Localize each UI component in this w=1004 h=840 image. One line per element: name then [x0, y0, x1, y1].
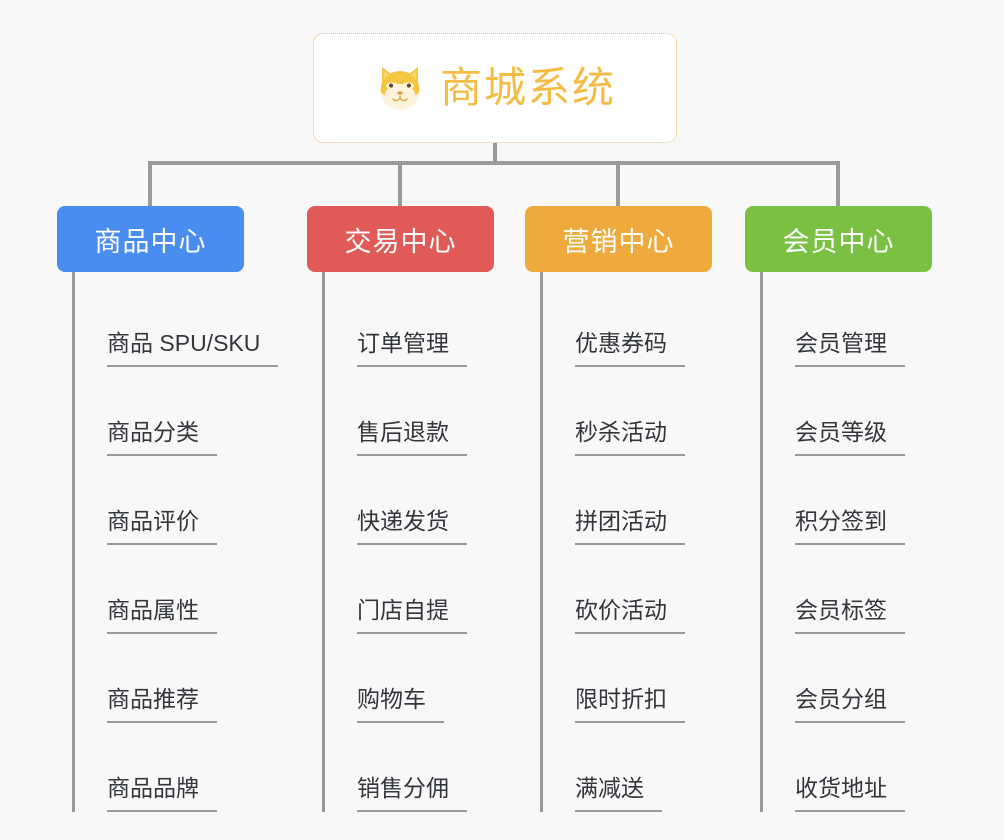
leaf-label: 商品推荐	[107, 685, 217, 723]
leaf-label: 售后退款	[357, 418, 467, 456]
shiba-dog-icon	[380, 66, 420, 110]
leaf-label: 商品品牌	[107, 774, 217, 812]
list-item[interactable]: 会员标签	[795, 545, 932, 634]
list-item[interactable]: 商品 SPU/SKU	[107, 278, 279, 367]
list-item[interactable]: 砍价活动	[575, 545, 712, 634]
list-item[interactable]: 商品品牌	[107, 723, 278, 812]
leaf-label: 商品评价	[107, 507, 217, 545]
branch-column-marketing-center: 营销中心 优惠券码 秒杀活动 拼团活动 砍价活动 限时折扣 满减送	[525, 206, 712, 812]
leaf-label: 商品分类	[107, 418, 217, 456]
leaf-label: 商品 SPU/SKU	[107, 329, 279, 367]
leaf-label: 商品属性	[107, 596, 217, 634]
leaf-label: 购物车	[357, 685, 444, 723]
root-title: 商城系统	[439, 64, 616, 111]
leaf-list-member-center: 会员管理 会员等级 积分签到 会员标签 会员分组 收货地址	[760, 272, 932, 812]
list-item[interactable]: 商品评价	[107, 456, 278, 545]
list-item[interactable]: 拼团活动	[575, 456, 712, 545]
list-item[interactable]: 门店自提	[357, 545, 494, 634]
list-item[interactable]: 销售分佣	[357, 723, 494, 812]
leaf-label: 砍价活动	[575, 596, 685, 634]
list-item[interactable]: 会员等级	[795, 367, 932, 456]
category-marketing-center[interactable]: 营销中心	[525, 206, 712, 272]
category-product-center[interactable]: 商品中心	[57, 206, 244, 272]
leaf-label: 会员等级	[795, 418, 905, 456]
leaf-list-product-center: 商品 SPU/SKU 商品分类 商品评价 商品属性 商品推荐 商品品牌	[72, 272, 279, 812]
leaf-label: 收货地址	[795, 774, 905, 812]
leaf-list-marketing-center: 优惠券码 秒杀活动 拼团活动 砍价活动 限时折扣 满减送	[540, 272, 712, 812]
leaf-label: 秒杀活动	[575, 418, 685, 456]
connector-drop-1	[148, 161, 152, 208]
leaf-label: 门店自提	[357, 596, 467, 634]
list-item[interactable]: 会员分组	[795, 634, 932, 723]
connector-stem	[493, 143, 497, 165]
leaf-label: 订单管理	[357, 329, 467, 367]
list-item[interactable]: 会员管理	[795, 278, 932, 367]
branch-column-trade-center: 交易中心 订单管理 售后退款 快递发货 门店自提 购物车 销售分佣	[307, 206, 494, 812]
list-item[interactable]: 商品推荐	[107, 634, 278, 723]
list-item[interactable]: 收货地址	[795, 723, 932, 812]
list-item[interactable]: 订单管理	[357, 278, 494, 367]
leaf-label: 会员管理	[795, 329, 905, 367]
root-node[interactable]: 商城系统	[313, 33, 677, 143]
list-item[interactable]: 限时折扣	[575, 634, 712, 723]
list-item[interactable]: 积分签到	[795, 456, 932, 545]
list-item[interactable]: 购物车	[357, 634, 494, 723]
list-item[interactable]: 快递发货	[357, 456, 494, 545]
connector-drop-4	[836, 161, 840, 208]
list-item[interactable]: 优惠券码	[575, 278, 712, 367]
connector-drop-3	[616, 161, 620, 208]
leaf-label: 销售分佣	[357, 774, 467, 812]
leaf-list-trade-center: 订单管理 售后退款 快递发货 门店自提 购物车 销售分佣	[322, 272, 494, 812]
category-member-center[interactable]: 会员中心	[745, 206, 932, 272]
leaf-label: 会员标签	[795, 596, 905, 634]
leaf-label: 拼团活动	[575, 507, 685, 545]
leaf-label: 快递发货	[357, 507, 467, 545]
branch-column-member-center: 会员中心 会员管理 会员等级 积分签到 会员标签 会员分组 收货地址	[745, 206, 932, 812]
list-item[interactable]: 售后退款	[357, 367, 494, 456]
leaf-label: 限时折扣	[575, 685, 685, 723]
connector-drop-2	[398, 161, 402, 208]
list-item[interactable]: 商品分类	[107, 367, 278, 456]
list-item[interactable]: 秒杀活动	[575, 367, 712, 456]
leaf-label: 满减送	[575, 774, 662, 812]
branch-column-product-center: 商品中心 商品 SPU/SKU 商品分类 商品评价 商品属性 商品推荐 商品品牌	[57, 206, 279, 812]
leaf-label: 会员分组	[795, 685, 905, 723]
leaf-label: 积分签到	[795, 507, 905, 545]
category-trade-center[interactable]: 交易中心	[307, 206, 494, 272]
list-item[interactable]: 商品属性	[107, 545, 278, 634]
leaf-label: 优惠券码	[575, 329, 685, 367]
connector-horizontal-bar	[148, 161, 840, 165]
list-item[interactable]: 满减送	[575, 723, 712, 812]
